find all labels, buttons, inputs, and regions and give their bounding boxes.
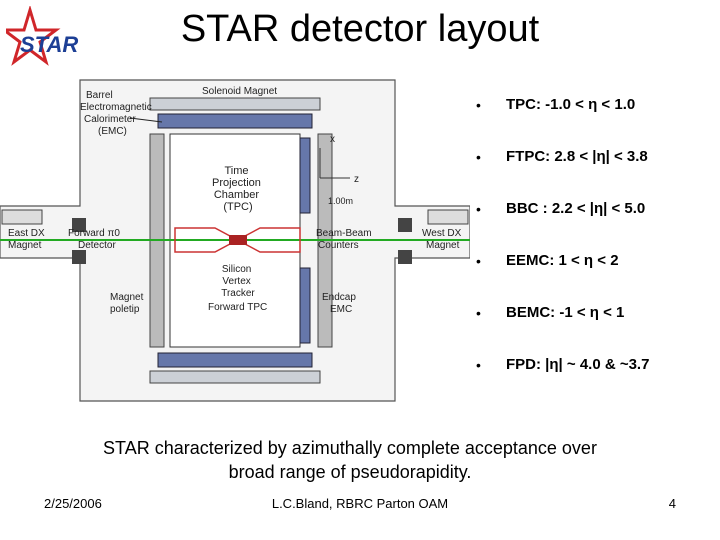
label-east-dx: East DX Magnet (8, 228, 47, 251)
endcap-emc (299, 137, 311, 214)
west-fpd-box-bottom (398, 250, 412, 264)
detector-diagram: Solenoid Magnet Barrel Electromagnetic C… (0, 79, 470, 402)
bullet-marker: • (476, 357, 481, 373)
bullet-marker: • (476, 97, 481, 113)
summary-text: STAR characterized by azimuthally comple… (103, 438, 597, 482)
list-item: • BEMC: -1 < η < 1 (476, 304, 716, 356)
slide-title: STAR detector layout (180, 8, 540, 50)
footer-date: 2/25/2006 (44, 496, 102, 511)
label-forward-pi0: Forward π0 Detector (68, 228, 123, 251)
list-item: • FPD: |η| ~ 4.0 & ~3.7 (476, 356, 716, 408)
barrel-emc-bottom (157, 352, 313, 368)
label-svt: Silicon Vertex Tracker (221, 264, 255, 299)
footer-author: L.C.Bland, RBRC Parton OAM (271, 496, 449, 511)
west-fpd-box (398, 218, 412, 232)
bullet-text: FPD: |η| ~ 4.0 & ~3.7 (506, 356, 650, 373)
barrel-emc-arrow (129, 117, 163, 123)
bullet-text: TPC: -1.0 < η < 1.0 (506, 96, 636, 113)
label-axis-x: x (330, 134, 335, 145)
label-tpc: Time Projection Chamber (TPC) (212, 165, 264, 213)
east-dx-magnet-top (1, 209, 43, 225)
bullet-marker: • (476, 253, 481, 269)
label-barrel-emc: Barrel Electromagnetic Calorimeter (EMC) (80, 90, 154, 137)
bullet-text: BEMC: -1 < η < 1 (506, 304, 625, 321)
label-solenoid-magnet: Solenoid Magnet (202, 86, 277, 97)
bullet-text: BBC : 2.2 < |η| < 5.0 (506, 200, 646, 217)
footer-page-number: 4 (668, 496, 676, 511)
forward-pi0-detector-box (72, 218, 86, 232)
forward-pi0-detector-box-bottom (72, 250, 86, 264)
logo-text: STAR (20, 32, 78, 57)
star-logo-icon (6, 6, 61, 66)
solenoid-magnet-bottom (149, 370, 321, 384)
barrel-emc-top (157, 113, 313, 129)
svt (229, 235, 247, 245)
label-west-dx: West DX Magnet (422, 228, 464, 251)
label-endcap-emc: Endcap EMC (322, 292, 359, 315)
west-dx-magnet-top (427, 209, 469, 225)
eta-coverage-list: • TPC: -1.0 < η < 1.0 • FTPC: 2.8 < |η| < … (476, 96, 716, 408)
label-axis-z: z (354, 174, 359, 185)
star-logo: STAR (6, 6, 78, 66)
bullet-marker: • (476, 201, 481, 217)
list-item: • FTPC: 2.8 < |η| < 3.8 (476, 148, 716, 200)
bullet-text: EEMC: 1 < η < 2 (506, 252, 619, 269)
label-scale: 1.00m (328, 196, 353, 206)
list-item: • EEMC: 1 < η < 2 (476, 252, 716, 304)
bullet-text: FTPC: 2.8 < |η| < 3.8 (506, 148, 648, 165)
solenoid-magnet (149, 97, 321, 111)
label-bbc: Beam-Beam Counters (316, 228, 374, 251)
bullet-marker: • (476, 149, 481, 165)
label-magnet-poletip: Magnet poletip (110, 292, 146, 315)
bullet-marker: • (476, 305, 481, 321)
label-forward-tpc: Forward TPC (208, 302, 267, 313)
list-item: • TPC: -1.0 < η < 1.0 (476, 96, 716, 148)
endcap-emc-bottom (299, 267, 311, 344)
list-item: • BBC : 2.2 < |η| < 5.0 (476, 200, 716, 252)
